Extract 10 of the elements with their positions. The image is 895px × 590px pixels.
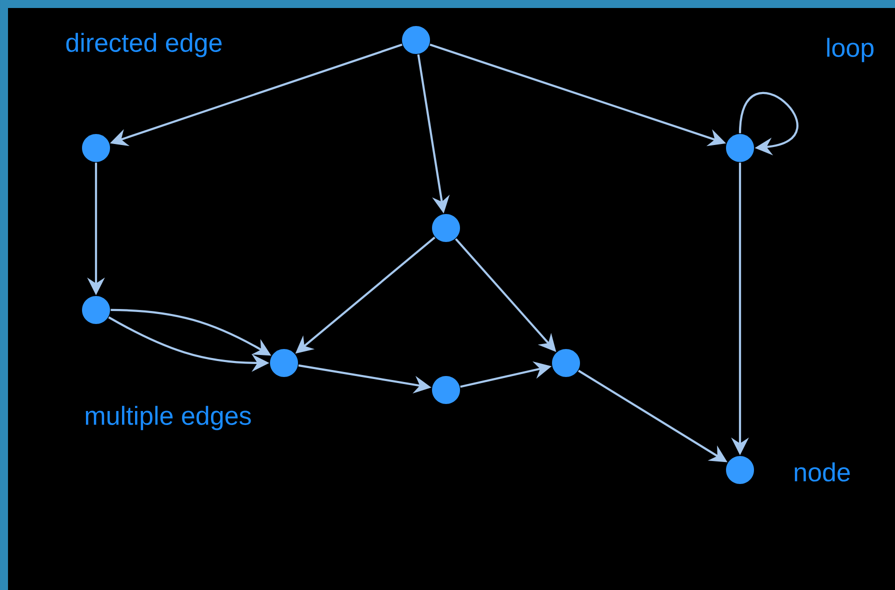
graph-node: [726, 456, 754, 484]
graph-node: [726, 134, 754, 162]
graph-node: [82, 134, 110, 162]
graph-node: [432, 376, 460, 404]
graph-node: [270, 348, 298, 377]
graph-node: [552, 348, 580, 377]
graph-node: [432, 214, 460, 242]
graph-node: [82, 296, 110, 324]
graph-node: [402, 26, 430, 54]
arrow: [738, 92, 798, 156]
